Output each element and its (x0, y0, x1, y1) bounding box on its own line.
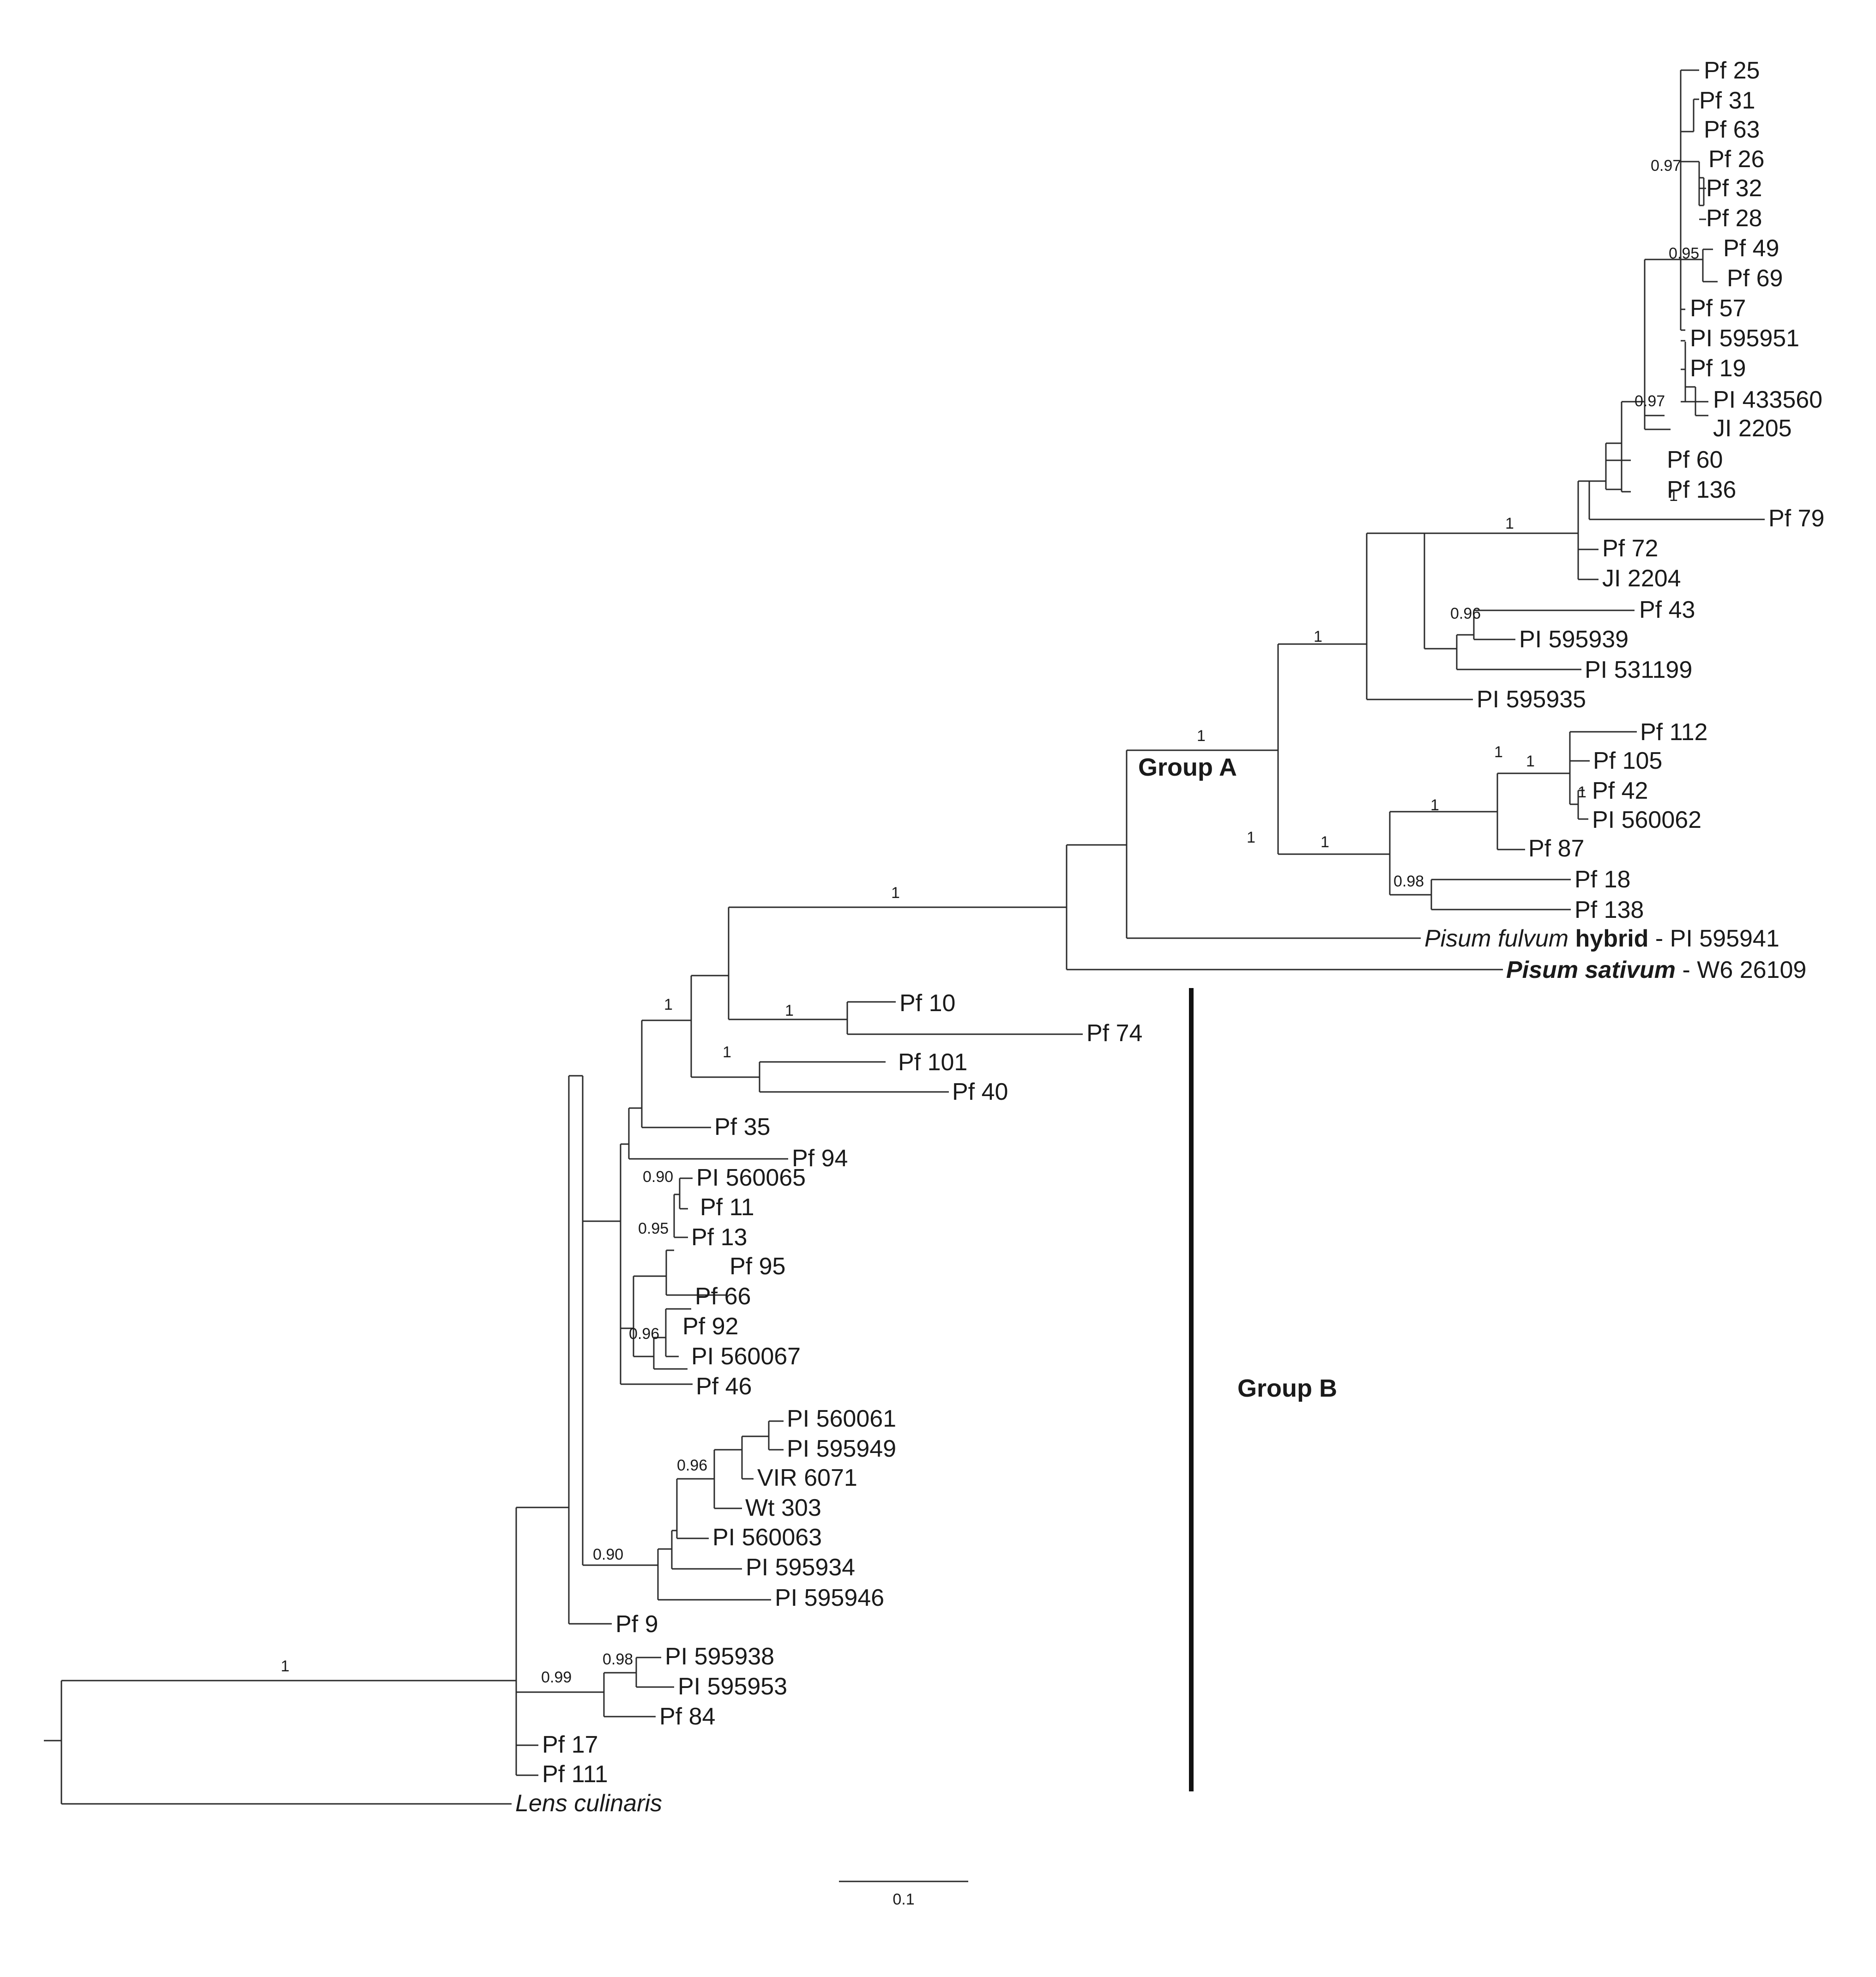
support-value: 1 (1321, 833, 1329, 851)
support-value: 1 (1494, 743, 1503, 761)
support-value: 0.99 (541, 1669, 572, 1686)
support-value: 0.97 (1651, 157, 1681, 175)
tip-label: Pf 35 (714, 1114, 770, 1140)
tip-label: Pf 31 (1699, 87, 1755, 114)
tip-label: Pf 11 (700, 1194, 754, 1221)
tip-label: PI 595946 (775, 1585, 884, 1611)
support-value: 0.90 (593, 1546, 623, 1563)
support-value: 0.96 (1450, 605, 1481, 622)
tip-label: PI 595934 (746, 1554, 855, 1581)
support-value: 1 (1526, 753, 1535, 770)
tip-label: Pf 105 (1593, 747, 1662, 774)
tip-label: Pf 32 (1706, 175, 1762, 202)
support-value: 0.90 (643, 1168, 673, 1186)
support-value: 0.96 (677, 1457, 707, 1474)
support-value: 0.96 (629, 1325, 659, 1343)
tip-label: Pf 13 (691, 1224, 747, 1251)
tip-label: JI 2204 (1602, 565, 1681, 592)
support-value: 1 (785, 1002, 794, 1019)
tip-label: Pf 92 (682, 1313, 738, 1340)
tip-label: Pf 112 (1640, 719, 1707, 746)
support-value: 1 (664, 996, 673, 1013)
support-value: 1 (1669, 487, 1678, 505)
tip-label: PI 595938 (665, 1643, 774, 1670)
tip-label: Pf 84 (659, 1703, 715, 1730)
tip-label: Pf 66 (695, 1283, 751, 1310)
support-values: 1 1 1 1 1 1 1 1 1 1 1 1 1 1 1 0.97 0.97 0.95 0.96 0.98 0.90 0… (281, 157, 1699, 1686)
tip-label: PI 560065 (696, 1164, 806, 1191)
tip-label: Pf 25 (1704, 57, 1760, 84)
tip-label: PI 433560 (1713, 386, 1822, 413)
scale-bar-label: 0.1 (893, 1891, 914, 1908)
scale-bar: 0.1 (839, 1881, 968, 1908)
tip-label: Pf 42 (1592, 778, 1648, 804)
tip-label: Pisum sativum - W6 26109 (1506, 957, 1806, 983)
support-value: 0.98 (1393, 873, 1424, 890)
support-value: 0.95 (638, 1220, 669, 1237)
tip-label: PI 595949 (787, 1435, 896, 1462)
tip-label: Pf 63 (1704, 116, 1760, 143)
support-value: 0.95 (1669, 245, 1699, 262)
tip-label: PI 560063 (712, 1524, 822, 1551)
support-value: 1 (891, 884, 900, 902)
support-value: 1 (1197, 727, 1206, 745)
tip-label: PI 595953 (678, 1673, 787, 1700)
support-value: 1 (1314, 628, 1322, 645)
tip-label: Pf 111 (542, 1761, 608, 1788)
tip-label: Pf 138 (1574, 897, 1644, 923)
tip-label: Pf 46 (696, 1373, 752, 1400)
tip-label: Pf 40 (952, 1079, 1008, 1105)
tip-label: Pf 101 (898, 1049, 967, 1076)
tip-label: Pf 43 (1639, 597, 1695, 623)
tip-label: Pf 57 (1690, 295, 1746, 322)
tip-label: Pf 60 (1667, 446, 1723, 473)
tip-label: Pf 74 (1086, 1020, 1142, 1047)
group-b-label: Group B (1237, 1374, 1337, 1402)
tip-label: Pf 94 (792, 1145, 848, 1172)
tip-label: Pf 18 (1574, 866, 1630, 893)
tip-label: PI 531199 (1585, 657, 1692, 683)
support-value: 0.98 (603, 1651, 633, 1668)
tip-label: Pf 72 (1602, 535, 1658, 562)
tip-label: Pf 136 (1667, 476, 1736, 503)
group-a-label: Group A (1138, 753, 1237, 781)
tip-label: Pf 9 (615, 1611, 658, 1638)
support-value: 1 (1247, 829, 1255, 846)
tip-label: JI 2205 (1713, 415, 1792, 442)
tip-label: PI 595951 (1690, 325, 1799, 352)
tip-label: Pf 69 (1727, 265, 1783, 292)
support-value: 1 (723, 1043, 731, 1061)
support-value: 1 (1505, 515, 1514, 532)
support-value: 1 (1430, 796, 1439, 814)
tip-label: PI 560062 (1592, 807, 1701, 833)
support-value: 1 (281, 1658, 290, 1675)
tip-label: PI 595935 (1477, 686, 1586, 713)
tip-label: Pf 95 (730, 1253, 785, 1280)
tip-label: Pf 28 (1706, 205, 1762, 232)
support-value: 0.97 (1635, 392, 1665, 410)
tip-label: Wt 303 (745, 1495, 821, 1521)
tip-label: PI 560067 (691, 1343, 801, 1370)
tip-label: Pf 10 (899, 990, 955, 1017)
tip-label: Pf 17 (542, 1731, 598, 1758)
tip-label: Pisum fulvum hybrid - PI 595941 (1424, 925, 1779, 952)
tip-label: Pf 79 (1768, 505, 1824, 532)
support-value: 1 (1578, 784, 1586, 801)
tip-label: Pf 19 (1690, 355, 1746, 382)
tip-label: VIR 6071 (757, 1465, 857, 1491)
tip-label: Pf 26 (1708, 146, 1764, 173)
tree-branches (44, 69, 1765, 1805)
tip-label: Pf 87 (1528, 835, 1584, 862)
tip-label: Lens culinaris (515, 1790, 662, 1817)
tip-label: PI 595939 (1519, 626, 1629, 653)
tip-label: Pf 49 (1723, 235, 1779, 262)
clade-markers: Group A Group B (1138, 753, 1337, 1791)
tip-label: PI 560061 (787, 1405, 896, 1432)
